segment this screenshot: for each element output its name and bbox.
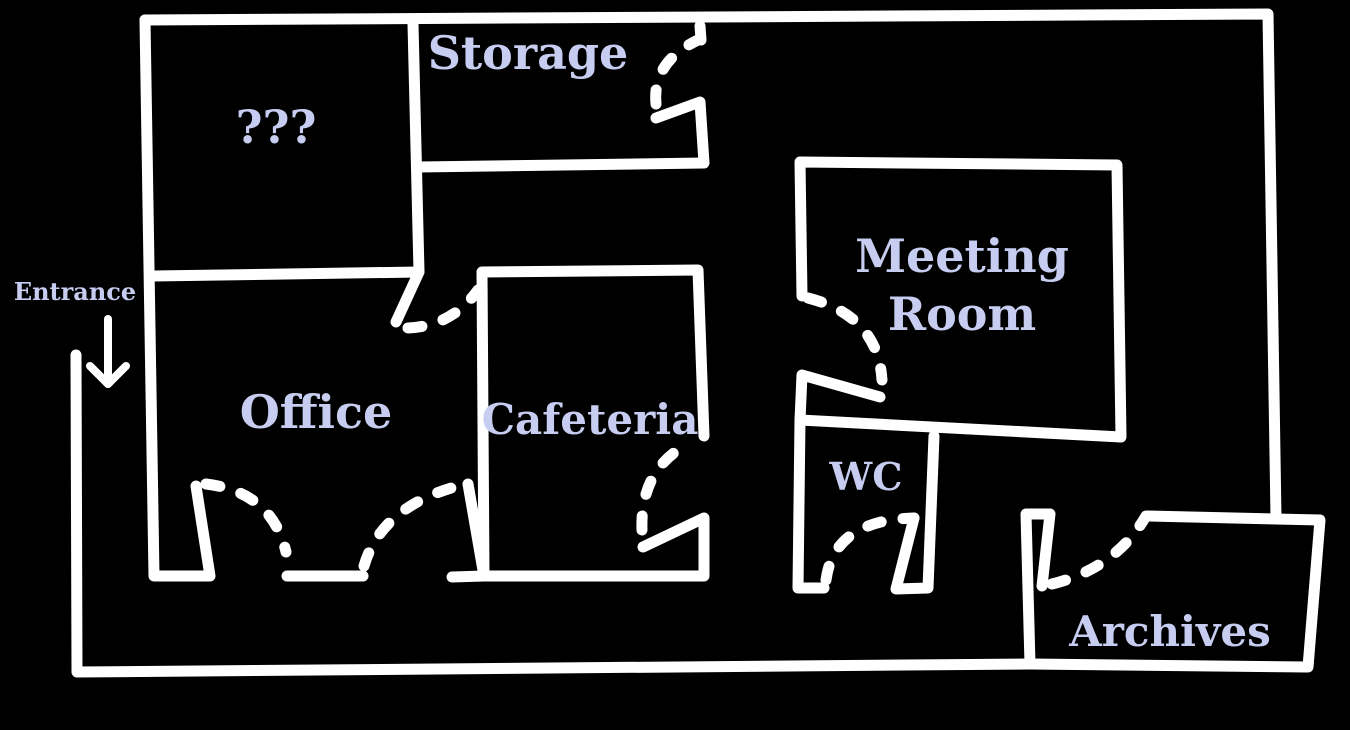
meeting-room-label-line2: Room [888, 287, 1036, 341]
office-left-door-swing [200, 478, 292, 558]
archives-label: Archives [1068, 607, 1271, 656]
door-swings [200, 34, 1152, 590]
office-door-swing [402, 284, 484, 334]
wc-wall [792, 414, 830, 594]
office-right-door-swing [358, 478, 472, 572]
meeting-room-label-line1: Meeting [855, 229, 1069, 283]
storage-wall [413, 96, 710, 173]
wc-label: WC [829, 454, 903, 499]
entrance-arrow-icon [86, 315, 130, 388]
cafeteria-label: Cafeteria [482, 395, 699, 444]
outer-wall-bottom [70, 349, 1326, 678]
outer-wall-top-right [139, 8, 1282, 524]
inner-wall-left [139, 14, 216, 582]
meeting-room-wall [794, 156, 1127, 443]
cafeteria-bottom-wall [478, 512, 710, 582]
storage-label: Storage [428, 26, 629, 80]
archives-wall [1020, 508, 1056, 670]
office-label: Office [240, 385, 393, 439]
wc-door-swing [820, 512, 920, 586]
entrance-label: Entrance [14, 277, 136, 306]
cafeteria-door-swing [636, 440, 690, 536]
wc-right-wall [890, 430, 940, 595]
meeting-room-door-swing [802, 292, 888, 386]
archives-door-swing [1046, 510, 1152, 590]
office-door-jamb [390, 266, 425, 328]
cafeteria-wall [476, 264, 710, 582]
room-labels: ??? Storage Entrance Office Cafeteria Me… [14, 26, 1271, 656]
unknown-room-label: ??? [236, 100, 317, 154]
meeting-room-door-jamb [794, 369, 886, 426]
walls [70, 8, 1326, 678]
storage-door-swing [650, 34, 704, 110]
